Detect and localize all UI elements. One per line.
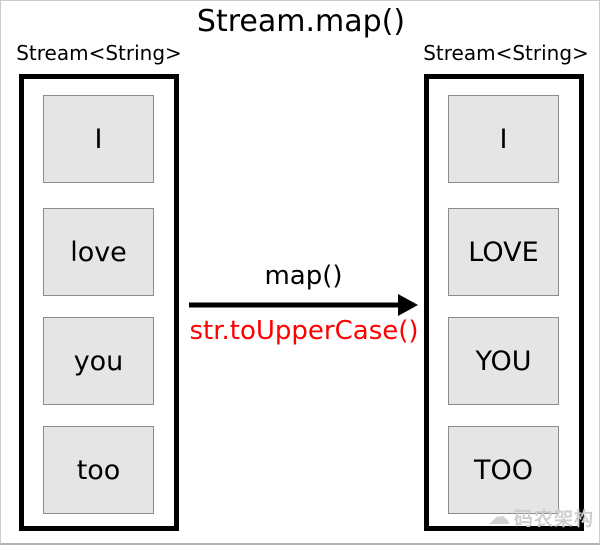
left-stream-item-4: too: [43, 426, 154, 514]
watermark-text: 码农架构: [514, 508, 595, 531]
right-stream-item-2: LOVE: [448, 208, 559, 296]
left-stream-item-1: I: [43, 95, 154, 183]
map-operation-label: map(): [264, 261, 343, 291]
left-stream-label: Stream<String>: [16, 41, 182, 65]
right-stream-label: Stream<String>: [423, 41, 589, 65]
watermark: ☁ 码农架构: [488, 504, 594, 531]
watermark-cloud-logo-icon: ☁: [488, 504, 510, 530]
diagram-title: Stream.map(): [196, 4, 406, 39]
left-stream-item-2: love: [43, 208, 154, 296]
right-stream-item-4: TOO: [448, 426, 559, 514]
map-arrow-icon: [189, 294, 418, 316]
right-stream-item-3: YOU: [448, 317, 559, 405]
right-stream-container: I LOVE YOU TOO: [424, 74, 584, 531]
left-stream-item-3: you: [43, 317, 154, 405]
left-stream-container: I love you too: [19, 74, 179, 531]
right-stream-item-1: I: [448, 95, 559, 183]
mapper-function-label: str.toUpperCase(): [189, 316, 419, 346]
